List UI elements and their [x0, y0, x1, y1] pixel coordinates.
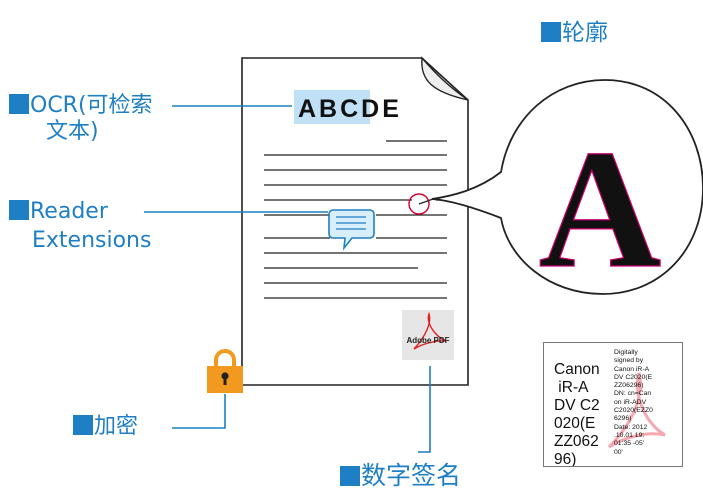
ocr-label-line2: 文本) — [46, 119, 99, 144]
signature-right-text: Digitally signed by Canon iR-A DV C2020(… — [614, 349, 653, 456]
heading-highlighted: ABC — [298, 95, 361, 123]
magnifier-bubble — [431, 79, 703, 295]
signature-box: Canon iR-A DV C2 020(E ZZ062 96) Digital… — [543, 342, 683, 467]
outline-label-text: 轮廓 — [562, 20, 608, 46]
page-dog-ear — [421, 56, 469, 101]
reader-extensions-label: Reader — [9, 200, 108, 224]
digital-signature-label-text: 数字签名 — [361, 461, 462, 490]
document-heading: ABCDE — [298, 95, 402, 123]
comment-icon-lines — [336, 216, 366, 230]
lock-keyhole-icon — [221, 372, 229, 380]
bullet-square-icon — [340, 466, 360, 486]
pdf-watermark-icon — [607, 372, 666, 449]
encryption-label-text: 加密 — [94, 414, 139, 439]
encryption-label: 加密 — [73, 415, 138, 439]
digital-signature-label: 数字签名 — [340, 462, 461, 490]
ocr-label-line1: OCR(可检索 — [30, 93, 153, 118]
lock-shackle — [214, 349, 236, 368]
adobe-pdf-label: Adobe PDF — [406, 336, 449, 345]
document-text-lines — [264, 140, 447, 299]
pdf-logo-icon — [413, 311, 447, 350]
ocr-label: OCR(可检索 — [9, 94, 153, 118]
bullet-square-icon — [9, 94, 29, 114]
bullet-square-icon — [541, 22, 561, 42]
zoom-target-circle — [408, 193, 430, 215]
bullet-square-icon — [73, 415, 93, 435]
reader-label-line1: Reader — [30, 199, 108, 224]
outline-label: 轮廓 — [541, 21, 608, 45]
magnified-letter: A — [539, 115, 662, 303]
signature-left-text: Canon iR-A DV C2 020(E ZZ062 96) — [554, 361, 600, 467]
bullet-square-icon — [9, 200, 29, 220]
heading-rest: DE — [361, 95, 402, 123]
ocr-highlight — [294, 90, 370, 124]
leader-lines — [144, 105, 431, 453]
reader-label-line2: Extensions — [32, 228, 152, 253]
